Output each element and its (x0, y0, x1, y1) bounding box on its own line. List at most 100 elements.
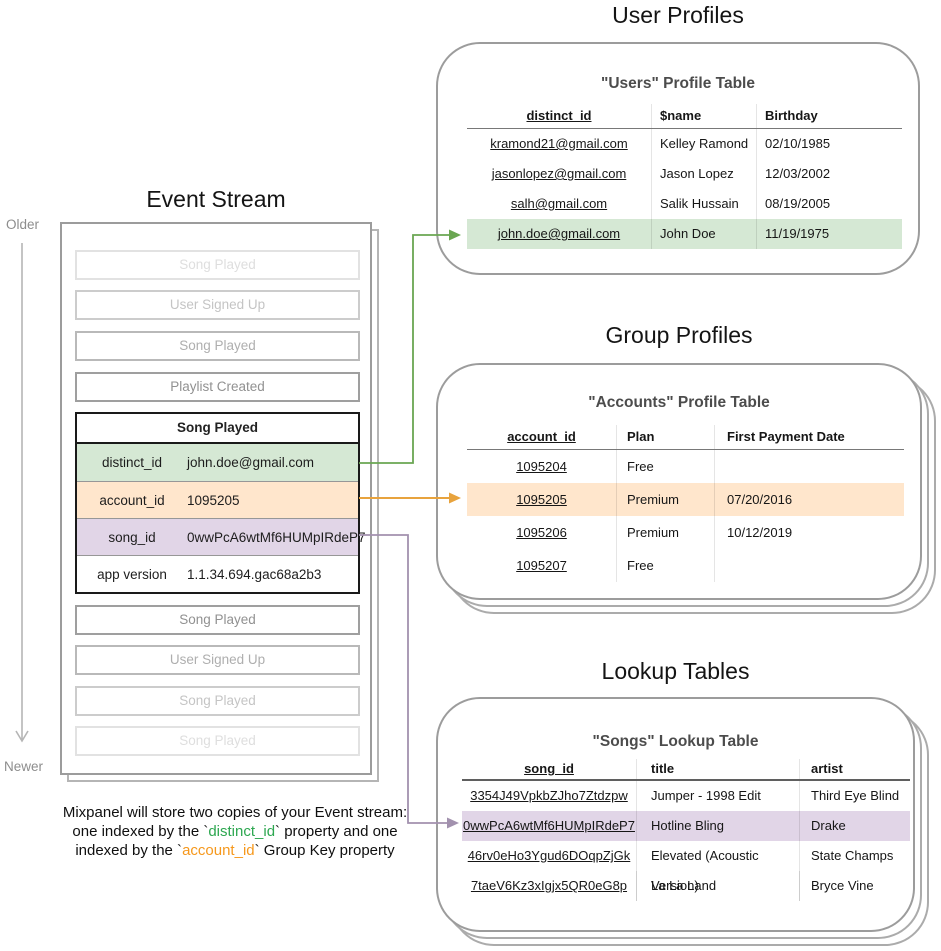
table-cell: Free (617, 450, 715, 483)
event-box: Playlist Created (75, 372, 360, 402)
timeline-arrowhead-icon (15, 730, 29, 743)
accounts-table-title: "Accounts" Profile Table (588, 394, 770, 411)
table-cell: 1095205 (467, 483, 617, 516)
table-cell: Third Eye Blind (811, 788, 900, 803)
column-header: Plan (617, 425, 715, 449)
table-cell: 08/19/2005 (765, 196, 831, 211)
table-row: 1095206 Premium 10/12/2019 (467, 516, 904, 549)
group-profiles-card: "Accounts" Profile Table account_id Plan… (436, 363, 922, 600)
songs-table-title: "Songs" Lookup Table (592, 733, 759, 750)
column-header: First Payment Date (727, 429, 845, 444)
table-header-row: account_id Plan First Payment Date (467, 425, 904, 450)
event-field-account-id: account_id 1095205 (77, 481, 358, 518)
table-cell (715, 549, 904, 582)
event-box: Song Played (75, 726, 360, 756)
group-profiles-title: Group Profiles (605, 322, 753, 348)
users-table: distinct_id $name Birthday kramond21@gma… (467, 104, 902, 249)
footer-note: Mixpanel will store two copies of your E… (25, 803, 445, 860)
table-cell: Elevated (Acoustic Version) (637, 841, 800, 901)
field-key: song_id (108, 530, 156, 545)
field-key: account_id (99, 493, 165, 508)
expanded-event-title: Song Played (77, 414, 358, 444)
lookup-tables-title: Lookup Tables (601, 658, 750, 684)
event-box: User Signed Up (75, 645, 360, 675)
table-row: 1095204 Free (467, 450, 904, 483)
event-field-distinct-id: distinct_id john.doe@gmail.com (77, 444, 358, 481)
table-cell: La La Land (637, 871, 800, 901)
table-header-row: distinct_id $name Birthday (467, 104, 902, 129)
table-cell: Jumper - 1998 Edit (637, 781, 800, 811)
table-cell: jasonlopez@gmail.com (467, 159, 652, 189)
highlighted-table-row: john.doe@gmail.com John Doe 11/19/1975 (467, 219, 902, 249)
table-cell: Free (617, 549, 715, 582)
table-cell: kramond21@gmail.com (467, 129, 652, 159)
table-cell: salh@gmail.com (467, 189, 652, 219)
field-value: john.doe@gmail.com (187, 455, 315, 470)
column-header: song_id (462, 759, 637, 779)
table-cell: 10/12/2019 (727, 525, 793, 540)
table-header-row: song_id title artist (462, 759, 910, 781)
account-id-token: account_id (182, 842, 255, 859)
table-cell: 0wwPcA6wtMf6HUMpIRdeP7 (462, 811, 637, 841)
table-row: jasonlopez@gmail.com Jason Lopez 12/03/2… (467, 159, 902, 189)
event-field-app-version: app version 1.1.34.694.gac68a2b3 (77, 555, 358, 592)
event-box: Song Played (75, 250, 360, 280)
highlighted-table-row: 1095205 Premium 07/20/2016 (467, 483, 904, 516)
songs-table: song_id title artist 3354J49VpkbZJho7Ztd… (462, 759, 910, 901)
users-table-title: "Users" Profile Table (601, 75, 755, 92)
column-header: Birthday (765, 108, 818, 123)
table-cell: Drake (811, 818, 846, 833)
footer-note-line: one indexed by the `distinct_id` propert… (72, 823, 398, 840)
column-header: account_id (467, 425, 617, 449)
table-cell: Hotline Bling (637, 811, 800, 841)
table-row: kramond21@gmail.com Kelley Ramond 02/10/… (467, 129, 902, 159)
field-key: distinct_id (101, 455, 163, 470)
field-value: 1.1.34.694.gac68a2b3 (187, 567, 322, 582)
table-cell: 1095207 (467, 549, 617, 582)
table-cell: 02/10/1985 (765, 136, 831, 151)
event-box: User Signed Up (75, 290, 360, 320)
field-value: 1095205 (187, 493, 240, 508)
table-cell: Salik Hussain (652, 189, 757, 219)
expanded-event-card: Song Played distinct_id john.doe@gmail.c… (75, 412, 366, 594)
field-value: 0wwPcA6wtMf6HUMpIRdeP7 (187, 530, 366, 545)
table-cell: 07/20/2016 (727, 492, 793, 507)
table-cell: Bryce Vine (811, 878, 874, 893)
table-row: 1095207 Free (467, 549, 904, 582)
table-cell: John Doe (652, 219, 757, 249)
table-cell (715, 450, 904, 483)
column-header: title (637, 759, 800, 779)
column-header: artist (811, 761, 843, 776)
table-cell: john.doe@gmail.com (467, 219, 652, 249)
table-cell: 1095204 (467, 450, 617, 483)
column-header: $name (652, 104, 757, 128)
footer-note-line: indexed by the `account_id` Group Key pr… (75, 842, 395, 859)
table-cell: 7taeV6Kz3xIgjx5QR0eG8p (462, 871, 637, 901)
user-profiles-card: "Users" Profile Table distinct_id $name … (436, 42, 920, 275)
accounts-table: account_id Plan First Payment Date 10952… (467, 425, 904, 582)
event-box: Song Played (75, 331, 360, 361)
table-cell: 11/19/1975 (765, 226, 830, 241)
lookup-tables-card: "Songs" Lookup Table song_id title artis… (436, 697, 915, 932)
table-cell: Jason Lopez (652, 159, 757, 189)
event-stream-title: Event Stream (146, 186, 286, 212)
field-key: app version (97, 567, 167, 582)
table-row: 3354J49VpkbZJho7Ztdzpw Jumper - 1998 Edi… (462, 781, 910, 811)
event-box: Song Played (75, 605, 360, 635)
table-cell: 3354J49VpkbZJho7Ztdzpw (462, 781, 637, 811)
table-row: salh@gmail.com Salik Hussain 08/19/2005 (467, 189, 902, 219)
user-profiles-title: User Profiles (612, 2, 744, 28)
distinct-id-token: distinct_id (208, 823, 276, 840)
table-row: 46rv0eHo3Ygud6DOqpZjGk Elevated (Acousti… (462, 841, 910, 901)
table-cell: 46rv0eHo3Ygud6DOqpZjGk (462, 841, 637, 901)
column-header: distinct_id (467, 104, 652, 128)
newer-label: Newer (4, 759, 44, 774)
event-field-song-id: song_id 0wwPcA6wtMf6HUMpIRdeP7 (77, 518, 366, 555)
table-cell: Premium (617, 516, 715, 549)
table-cell: State Champs (811, 848, 894, 863)
table-row: 7taeV6Kz3xIgjx5QR0eG8p La La Land Bryce … (462, 871, 910, 901)
table-cell: 12/03/2002 (765, 166, 831, 181)
footer-note-line: Mixpanel will store two copies of your E… (62, 804, 408, 821)
table-cell: Premium (617, 483, 715, 516)
